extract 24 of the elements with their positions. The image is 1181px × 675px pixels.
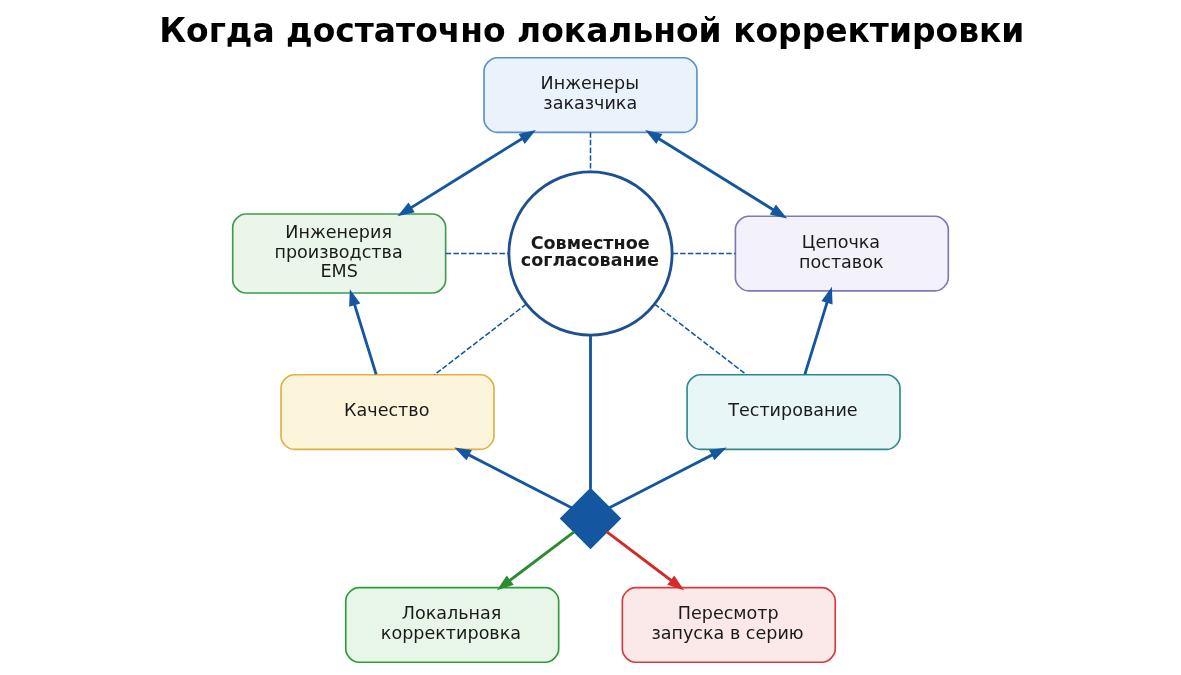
node-box: Инженеры заказчика xyxy=(483,56,698,134)
arrow xyxy=(496,530,575,591)
connector xyxy=(589,335,592,489)
connector xyxy=(589,131,592,173)
arrow xyxy=(803,286,833,375)
node-circle: Совместное согласование xyxy=(507,170,674,337)
arrow xyxy=(645,130,788,219)
arrow xyxy=(606,530,685,591)
diagram-title: Когда достаточно локальной корректировки xyxy=(159,11,1025,51)
node-diamond xyxy=(559,487,622,550)
node-box: Цепочка поставок xyxy=(734,215,950,292)
node-box: Пересмотр запуска в серию xyxy=(621,586,837,664)
connector xyxy=(671,252,737,255)
arrow xyxy=(349,289,378,375)
connector xyxy=(433,303,527,376)
node-box: Инженерия производства EMS xyxy=(231,213,447,294)
connector xyxy=(444,252,510,255)
node-box: Тестирование xyxy=(686,373,901,451)
arrow xyxy=(608,447,727,509)
connector xyxy=(654,303,748,376)
node-box: Локальная корректировка xyxy=(344,586,560,664)
node-box: Качество xyxy=(280,373,495,451)
arrow xyxy=(397,130,536,217)
arrow xyxy=(454,447,573,509)
